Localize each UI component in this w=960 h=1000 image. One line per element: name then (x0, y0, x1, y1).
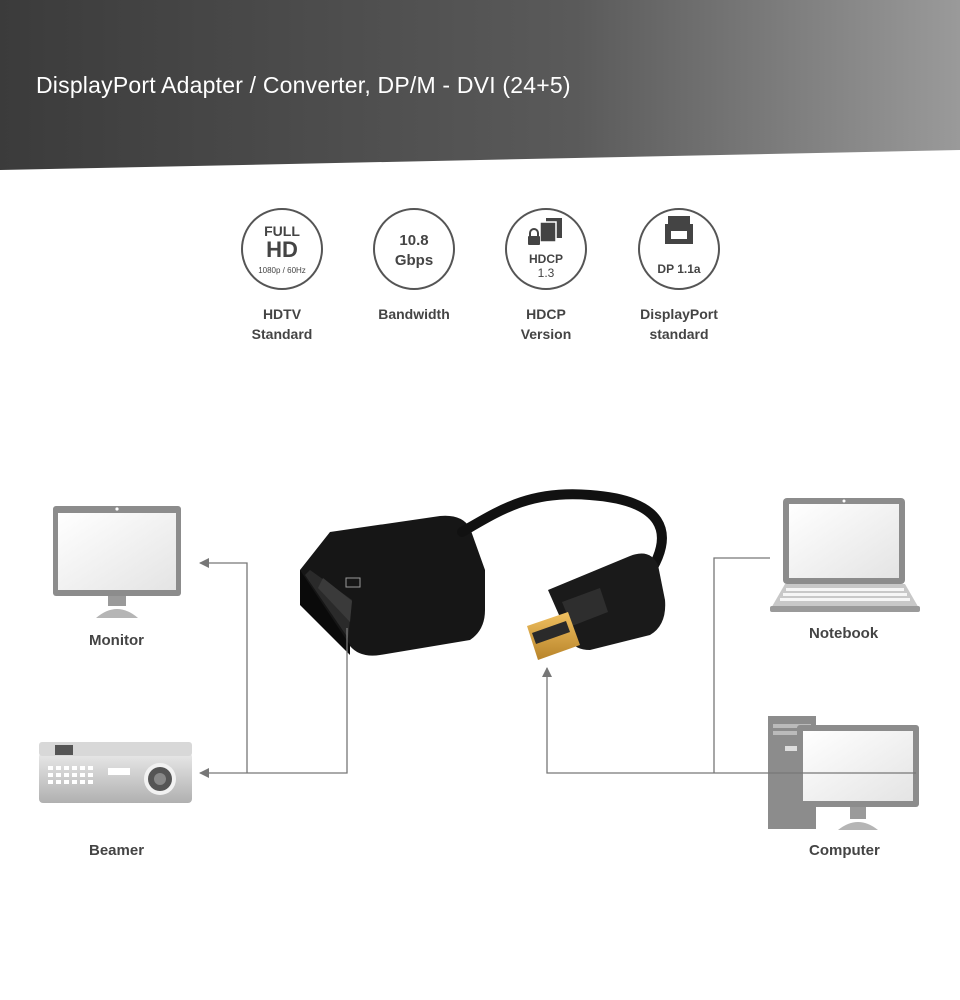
desktop-computer-icon (768, 716, 919, 830)
page-title: DisplayPort Adapter / Converter, DP/M - … (36, 72, 571, 98)
badge-line: FULL (264, 223, 300, 239)
notebook-label: Notebook (809, 625, 879, 642)
badge-line: 1.3 (537, 266, 555, 280)
dp-plug-icon (665, 216, 693, 244)
document-lock-icon (528, 218, 562, 245)
badge-line: Gbps (394, 252, 434, 269)
laptop-icon (770, 498, 920, 612)
feature-hdtv: FULL HD 1080p / 60Hz HDTV Standard (217, 208, 347, 344)
badge-line: HDCP (528, 252, 563, 266)
feature-label-line: Standard (251, 326, 313, 342)
feature-label-line: HDCP (526, 306, 566, 322)
feature-label: DisplayPort standard (614, 304, 744, 344)
feature-hdcp: HDCP 1.3 HDCP Version (481, 208, 611, 344)
feature-label: Bandwidth (349, 304, 479, 324)
arrow-to-monitor (199, 558, 248, 773)
badge-line: 10.8 (399, 232, 429, 249)
feature-label-line: HDTV (262, 306, 302, 322)
computer-label: Computer (809, 842, 880, 859)
monitor-icon (53, 506, 181, 618)
hdcp-lock-icon: HDCP 1.3 (505, 208, 587, 290)
line-from-notebook (713, 557, 770, 773)
beamer-label: Beamer (89, 842, 145, 859)
feature-label-line: standard (649, 326, 709, 342)
badge-line: DP 1.1a (657, 262, 701, 276)
badge-line: HD (266, 237, 298, 262)
feature-label-line: DisplayPort (640, 306, 718, 322)
displayport-plug-icon (527, 553, 666, 660)
feature-label-line: Version (520, 326, 572, 342)
bandwidth-icon: 10.8 Gbps (373, 208, 455, 290)
monitor-label: Monitor (89, 632, 144, 649)
full-hd-icon: FULL HD 1080p / 60Hz (241, 208, 323, 290)
projector-icon (39, 742, 192, 803)
feature-label: HDCP Version (481, 304, 611, 344)
connection-lines (199, 557, 916, 778)
badge-line: 1080p / 60Hz (258, 266, 306, 275)
feature-label: HDTV Standard (217, 304, 347, 344)
banner-background (0, 0, 960, 170)
feature-displayport: DP 1.1a DisplayPort standard (614, 208, 744, 344)
dvi-adapter-icon (300, 515, 485, 656)
displayport-connector-icon: DP 1.1a (638, 208, 720, 290)
arrow-to-beamer (199, 628, 348, 778)
feature-bandwidth: 10.8 Gbps Bandwidth (349, 208, 479, 324)
feature-label-line: Bandwidth (378, 306, 450, 322)
arrow-to-plug (542, 667, 916, 774)
header-banner: DisplayPort Adapter / Converter, DP/M - … (0, 0, 960, 175)
cable (457, 489, 667, 585)
